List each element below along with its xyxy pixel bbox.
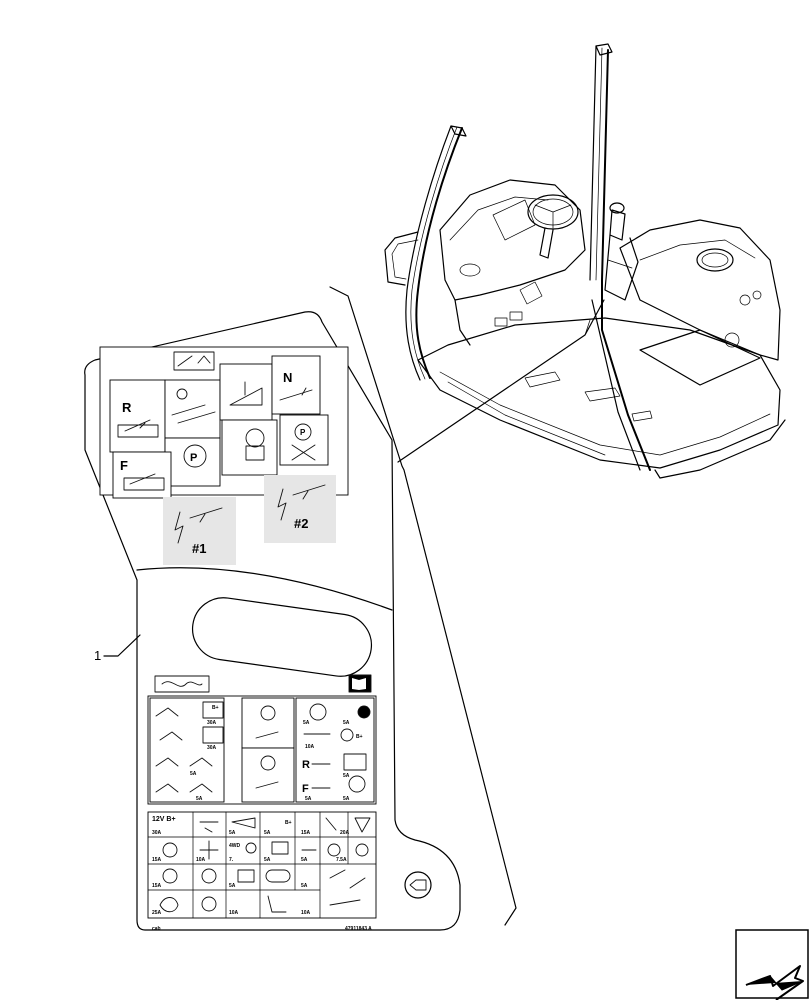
decal: R N P: [84, 286, 517, 932]
svg-text:10A: 10A: [229, 910, 239, 916]
svg-text:5A: 5A: [343, 720, 350, 726]
svg-text:5A: 5A: [303, 720, 310, 726]
svg-text:5A: 5A: [196, 796, 203, 802]
fuse-icon: [154, 675, 210, 693]
svg-text:5A: 5A: [343, 796, 350, 802]
svg-text:5A: 5A: [190, 771, 197, 777]
svg-text:15A: 15A: [152, 857, 162, 863]
svg-text:5A: 5A: [301, 857, 308, 863]
svg-text:5A: 5A: [264, 857, 271, 863]
relay-1-label: #1: [192, 541, 206, 556]
fuse-4wd: 4WD: [229, 843, 241, 849]
relay-2-label: #2: [294, 516, 308, 531]
decal-oval-window: [191, 597, 373, 677]
svg-text:20A: 20A: [340, 830, 350, 836]
svg-text:5A: 5A: [229, 883, 236, 889]
svg-text:F: F: [302, 783, 309, 795]
fuse-b-plus: B+: [212, 705, 219, 711]
parking-crossed-cell: P: [279, 414, 329, 466]
callout-number: 1: [94, 648, 101, 663]
svg-text:25A: 25A: [152, 910, 162, 916]
decal-divider: [136, 567, 393, 611]
svg-text:R: R: [302, 759, 310, 771]
svg-text:30A: 30A: [207, 745, 217, 751]
decal-part-number: 47911843 A: [345, 926, 372, 932]
fuse-b-plus-right: B+: [356, 734, 363, 740]
svg-text:10A: 10A: [196, 857, 206, 863]
return-arrow-icon[interactable]: [735, 929, 809, 1000]
switch-panel-header-icon: [173, 351, 215, 371]
fuse-top-middle: [241, 697, 295, 803]
parking-cell: P: [164, 437, 221, 487]
svg-text:5A: 5A: [305, 796, 312, 802]
leader-tick: [584, 319, 591, 336]
svg-text:7.5A: 7.5A: [336, 857, 347, 863]
decal-corner-mark: cab: [152, 926, 161, 932]
fuse-top-left: B+ 30A 30A 5A 5A: [149, 697, 225, 803]
leader-line: [397, 299, 605, 463]
svg-text:5A: 5A: [264, 830, 271, 836]
svg-text:7.: 7.: [229, 857, 234, 863]
lock-cell: [221, 419, 278, 476]
fuse-b-plus-bottom: B+: [285, 820, 292, 826]
svg-text:5A: 5A: [301, 883, 308, 889]
reverse-cell: R: [109, 379, 166, 453]
relay-2-cell: #2: [264, 475, 336, 543]
tractor-cab-drawing: [384, 43, 786, 479]
svg-text:30A: 30A: [152, 830, 162, 836]
svg-text:5A: 5A: [343, 773, 350, 779]
svg-text:10A: 10A: [305, 744, 315, 750]
fuse-supply: 12V B+: [152, 816, 176, 823]
decal-logo: [404, 871, 432, 899]
ramp-cell: [219, 363, 273, 421]
fuse-top-right: 5A 5A 10A B+ R F 5A 5A 5A: [295, 697, 375, 803]
forward-letter: F: [120, 458, 128, 473]
svg-text:15A: 15A: [301, 830, 311, 836]
neutral-cell: N: [271, 355, 321, 415]
fuse-chart-bottom: [147, 811, 377, 919]
svg-text:15A: 15A: [152, 883, 162, 889]
manual-book-icon: [348, 674, 372, 693]
decal-panel-outline: [84, 311, 461, 931]
fuse-bottom-grid: 12V B+ 30A 5A 5A B+ 15A 20A 15A 10A 4WD …: [147, 811, 377, 919]
relay-1-cell: #1: [163, 497, 236, 565]
callout-1: 1: [94, 634, 141, 663]
forward-cell: F: [112, 451, 172, 499]
parking-crossed-letter: P: [300, 428, 306, 437]
neutral-letter: N: [283, 370, 292, 385]
reverse-letter: R: [122, 400, 132, 415]
parking-letter: P: [190, 452, 197, 464]
svg-text:30A: 30A: [207, 720, 217, 726]
svg-text:5A: 5A: [229, 830, 236, 836]
lift-cell: [164, 379, 221, 439]
svg-text:10A: 10A: [301, 910, 311, 916]
